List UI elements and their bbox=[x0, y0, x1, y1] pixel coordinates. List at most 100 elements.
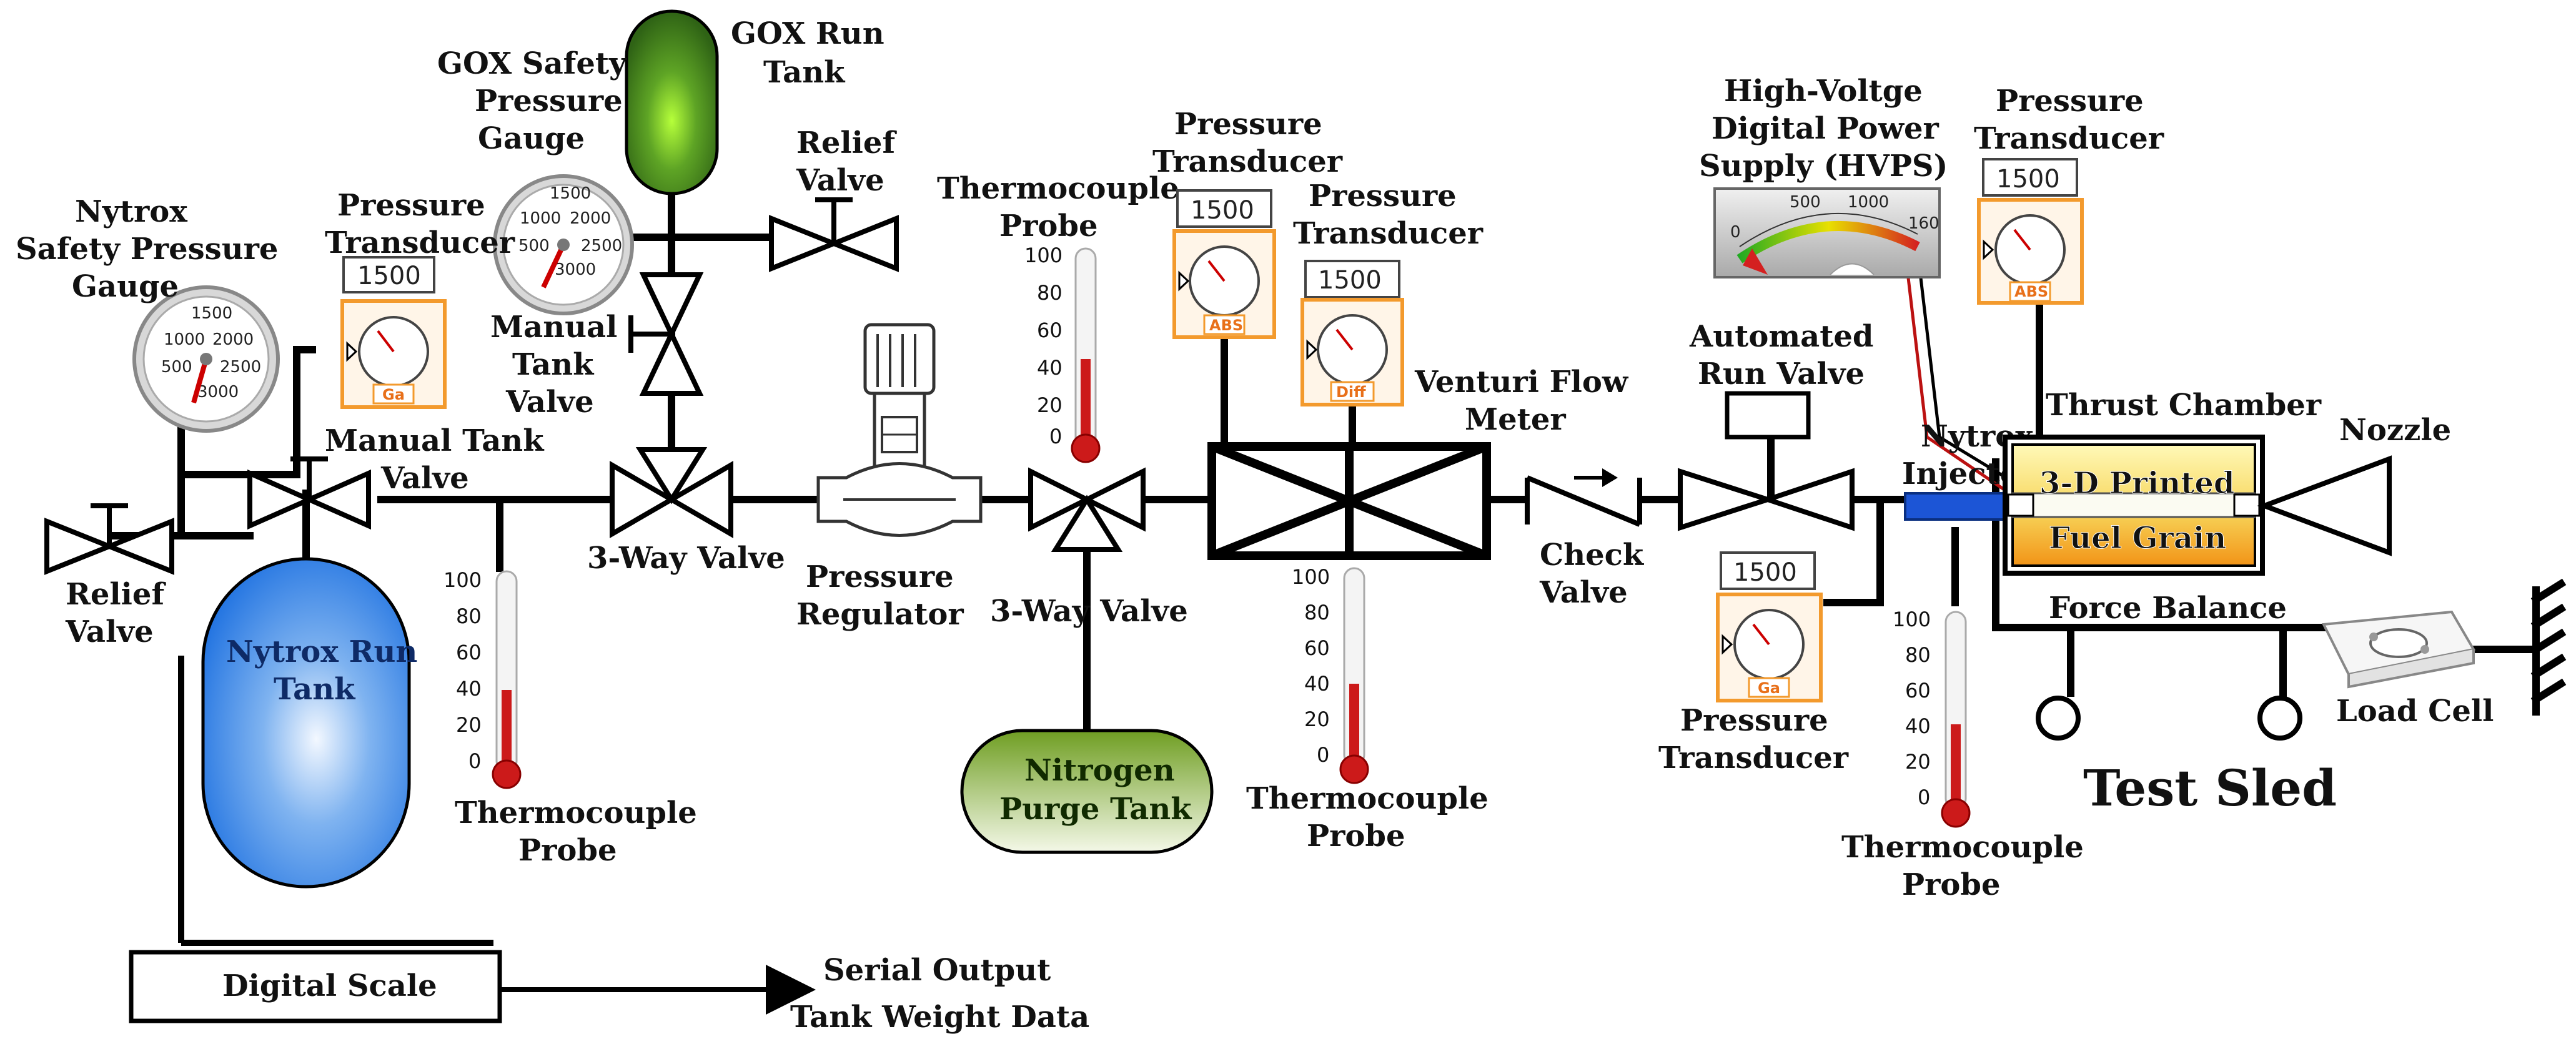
hvps-label: High-Voltge Digital Power Supply (HVPS) bbox=[1699, 74, 1949, 184]
svg-text:Diff: Diff bbox=[1336, 383, 1366, 401]
relief-valve-left-label: Relief Valve bbox=[65, 577, 175, 649]
svg-text:40: 40 bbox=[456, 677, 482, 701]
svg-text:80: 80 bbox=[1037, 281, 1063, 305]
sled-wheel-right bbox=[2257, 696, 2302, 741]
automated-run-valve-label: Automated Run Valve bbox=[1689, 319, 1884, 392]
venturi-flow-meter bbox=[1207, 442, 1491, 560]
thrust-chamber bbox=[2003, 435, 2265, 576]
svg-text:2500: 2500 bbox=[581, 237, 622, 255]
load-cell-label: Load Cell bbox=[2336, 694, 2494, 729]
svg-text:160: 160 bbox=[1908, 214, 1939, 233]
nytrox-safety-pressure-gauge: 1500 1000 2000 500 2500 3000 bbox=[132, 285, 280, 433]
automated-run-valve[interactable] bbox=[1678, 391, 1855, 531]
pressure-transducer-lower: 1500 Ga bbox=[1716, 551, 1823, 702]
svg-text:1500: 1500 bbox=[1318, 266, 1382, 295]
gox-safety-gauge-label: GOX Safety Pressure Gauge bbox=[437, 46, 637, 156]
svg-text:500: 500 bbox=[1790, 193, 1821, 212]
svg-text:Ga: Ga bbox=[382, 386, 405, 403]
nytrox-run-tank-label: Nytrox Run Tank bbox=[226, 634, 428, 707]
digital-scale-label: Digital Scale bbox=[222, 968, 437, 1003]
svg-text:3000: 3000 bbox=[197, 383, 239, 401]
svg-text:100: 100 bbox=[1024, 244, 1063, 267]
thermocouple-probe-3: 100 80 60 40 20 0 bbox=[1292, 565, 1369, 784]
gox-run-tank bbox=[625, 9, 719, 195]
svg-text:0: 0 bbox=[1049, 425, 1062, 448]
three-way-valve-1[interactable] bbox=[610, 447, 733, 538]
thermocouple-probe-1-label: Thermocouple Probe bbox=[455, 795, 707, 868]
svg-text:0: 0 bbox=[1317, 743, 1329, 767]
svg-text:20: 20 bbox=[456, 713, 482, 737]
pressure-transducer-right: 1500 ABS bbox=[1977, 158, 2084, 305]
svg-text:2000: 2000 bbox=[212, 330, 254, 349]
svg-text:80: 80 bbox=[456, 604, 482, 628]
svg-text:20: 20 bbox=[1905, 750, 1931, 774]
manual-tank-valve-vertical-label: Manual Tank Valve bbox=[490, 310, 628, 420]
svg-text:1500: 1500 bbox=[191, 304, 232, 323]
test-sled-label: Test Sled bbox=[2083, 759, 2337, 817]
thrust-chamber-label: Thrust Chamber bbox=[2046, 388, 2322, 423]
svg-text:500: 500 bbox=[518, 237, 550, 255]
svg-text:2000: 2000 bbox=[570, 209, 611, 228]
svg-text:100: 100 bbox=[1292, 565, 1330, 589]
svg-text:Ga: Ga bbox=[1758, 679, 1780, 697]
pressure-transducer-abs-1-label: Pressure Transducer bbox=[1152, 107, 1343, 179]
svg-text:ABS: ABS bbox=[2014, 283, 2048, 300]
relief-valve-top[interactable] bbox=[769, 197, 899, 272]
nozzle-label: Nozzle bbox=[2339, 413, 2451, 448]
svg-text:3000: 3000 bbox=[555, 260, 596, 279]
nitrogen-purge-tank bbox=[960, 729, 1214, 854]
svg-text:1000: 1000 bbox=[520, 209, 561, 228]
hvps-wire-red bbox=[1906, 277, 2006, 492]
check-valve-label: Check Valve bbox=[1539, 538, 1654, 610]
nozzle bbox=[2257, 455, 2392, 556]
thermocouple-probe-3-label: Thermocouple Probe bbox=[1246, 781, 1499, 854]
gox-run-tank-label: GOX Run Tank bbox=[731, 16, 894, 90]
svg-text:40: 40 bbox=[1304, 672, 1330, 696]
svg-text:20: 20 bbox=[1037, 393, 1063, 417]
serial-output-label: Serial Output Tank Weight Data bbox=[790, 953, 1089, 1035]
nytrox-run-tank bbox=[201, 557, 411, 889]
svg-text:60: 60 bbox=[1304, 636, 1330, 660]
manual-tank-valve-vertical[interactable] bbox=[628, 272, 704, 396]
svg-text:40: 40 bbox=[1037, 356, 1063, 380]
manual-tank-valve-horizontal-label: Manual Tank Valve bbox=[325, 423, 554, 496]
gox-safety-pressure-gauge: 1500 1000 2000 500 2500 3000 bbox=[493, 174, 634, 315]
svg-text:2500: 2500 bbox=[220, 358, 261, 377]
three-way-valve-1-label: 3-Way Valve bbox=[587, 541, 785, 576]
svg-text:60: 60 bbox=[456, 641, 482, 664]
fuel-grain-label: 3-D Printed Fuel Grain bbox=[2039, 466, 2245, 556]
thermocouple-probe-1: 100 80 60 40 20 0 bbox=[443, 568, 522, 789]
sled-wheel-left bbox=[2036, 696, 2081, 741]
thermocouple-probe-2: 100 80 60 40 20 0 bbox=[1024, 244, 1101, 463]
pressure-transducer-right-label: Pressure Transducer bbox=[1974, 84, 2164, 156]
relief-valve-left[interactable] bbox=[44, 503, 174, 575]
svg-text:500: 500 bbox=[161, 358, 192, 377]
check-valve[interactable] bbox=[1525, 468, 1642, 527]
svg-text:0: 0 bbox=[1730, 223, 1741, 242]
piping bbox=[109, 190, 2567, 734]
pressure-transducer-diff-label: Pressure Transducer bbox=[1293, 179, 1484, 251]
three-way-valve-2[interactable] bbox=[1028, 467, 1146, 552]
pressure-regulator-label: Pressure Regulator bbox=[796, 559, 964, 632]
svg-text:40: 40 bbox=[1905, 714, 1931, 738]
thermocouple-probe-2-label: Thermocouple Probe bbox=[937, 171, 1189, 244]
nitrogen-purge-tank-label: Nitrogen Purge Tank bbox=[999, 753, 1192, 827]
pressure-transducer-diff: 1500 Diff bbox=[1300, 260, 1404, 406]
svg-text:1500: 1500 bbox=[1996, 165, 2060, 194]
svg-text:100: 100 bbox=[1893, 608, 1931, 631]
svg-text:1500: 1500 bbox=[357, 262, 421, 290]
svg-text:1000: 1000 bbox=[164, 330, 205, 349]
digital-scale bbox=[129, 950, 502, 1023]
nytrox-safety-gauge-label: Nytrox Safety Pressure Gauge bbox=[16, 194, 289, 304]
svg-text:0: 0 bbox=[468, 749, 481, 773]
three-way-valve-2-label: 3-Way Valve bbox=[990, 594, 1188, 629]
svg-text:80: 80 bbox=[1304, 601, 1330, 624]
load-cell bbox=[2321, 610, 2476, 689]
pressure-transducer-left: 1500 Ga bbox=[340, 256, 447, 409]
pressure-transducer-abs-1: 1500 ABS bbox=[1172, 189, 1276, 339]
pressure-regulator[interactable] bbox=[816, 323, 983, 537]
svg-text:60: 60 bbox=[1905, 679, 1931, 702]
hvps-meter: 0 500 1000 160 bbox=[1713, 187, 1941, 278]
manual-tank-valve-horizontal[interactable] bbox=[247, 456, 371, 530]
